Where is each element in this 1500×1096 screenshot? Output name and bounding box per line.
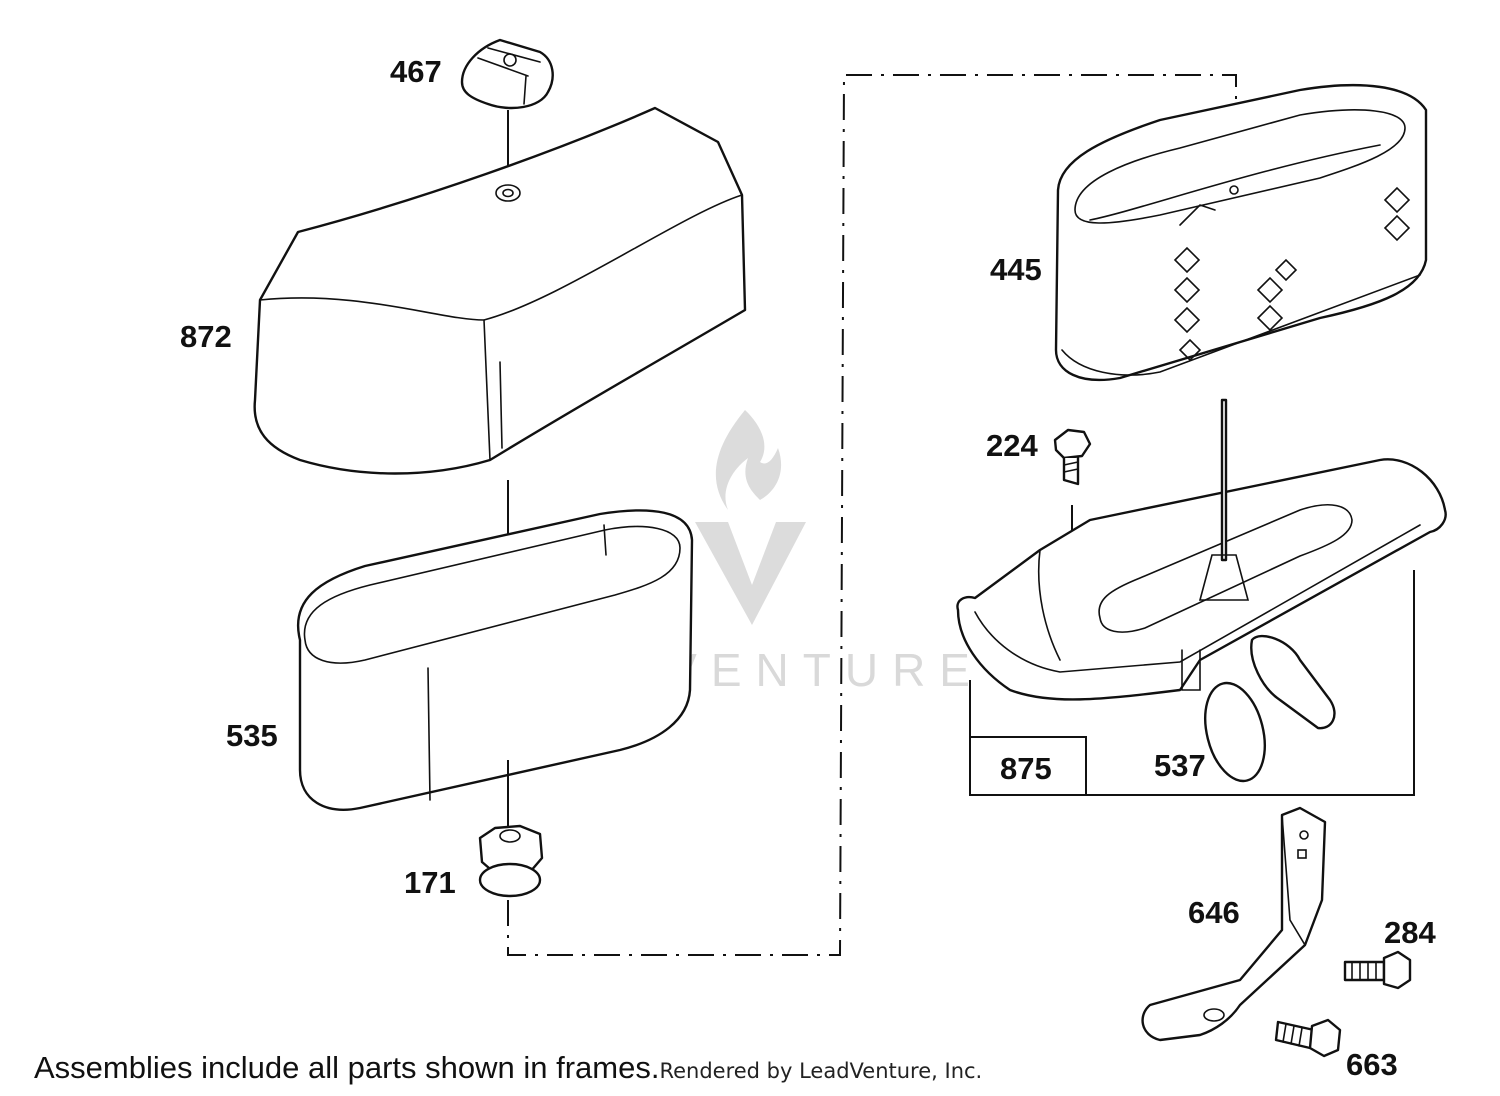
- label-663: 663: [1346, 1047, 1398, 1082]
- label-284: 284: [1384, 915, 1436, 950]
- footer: Assemblies include all parts shown in fr…: [34, 1050, 982, 1086]
- part-646-bracket: [1141, 806, 1327, 1042]
- part-872-cover: [253, 106, 747, 475]
- label-537: 537: [1154, 748, 1206, 783]
- label-872: 872: [180, 319, 232, 354]
- part-663-screw: [1274, 1018, 1342, 1058]
- render-credit: Rendered by LeadVenture, Inc.: [659, 1059, 983, 1083]
- label-875: 875: [1000, 751, 1052, 786]
- assembly-note: Assemblies include all parts shown in fr…: [34, 1050, 660, 1085]
- watermark-flame-icon: [715, 410, 782, 510]
- label-467: 467: [390, 54, 442, 89]
- label-535: 535: [226, 718, 278, 753]
- watermark-v-logo-icon: [695, 522, 806, 625]
- label-646: 646: [1188, 895, 1240, 930]
- part-284-screw: [1343, 950, 1412, 990]
- label-445: 445: [990, 252, 1042, 287]
- part-537-base: [956, 398, 1447, 783]
- part-171-grommet: [478, 824, 544, 898]
- assembly-875-frame: [969, 570, 1415, 796]
- part-445-filter: [1054, 83, 1428, 382]
- part-535-precleaner: [297, 480, 694, 830]
- label-224: 224: [986, 428, 1038, 463]
- label-171: 171: [404, 865, 456, 900]
- part-224-bolt: [1053, 428, 1092, 570]
